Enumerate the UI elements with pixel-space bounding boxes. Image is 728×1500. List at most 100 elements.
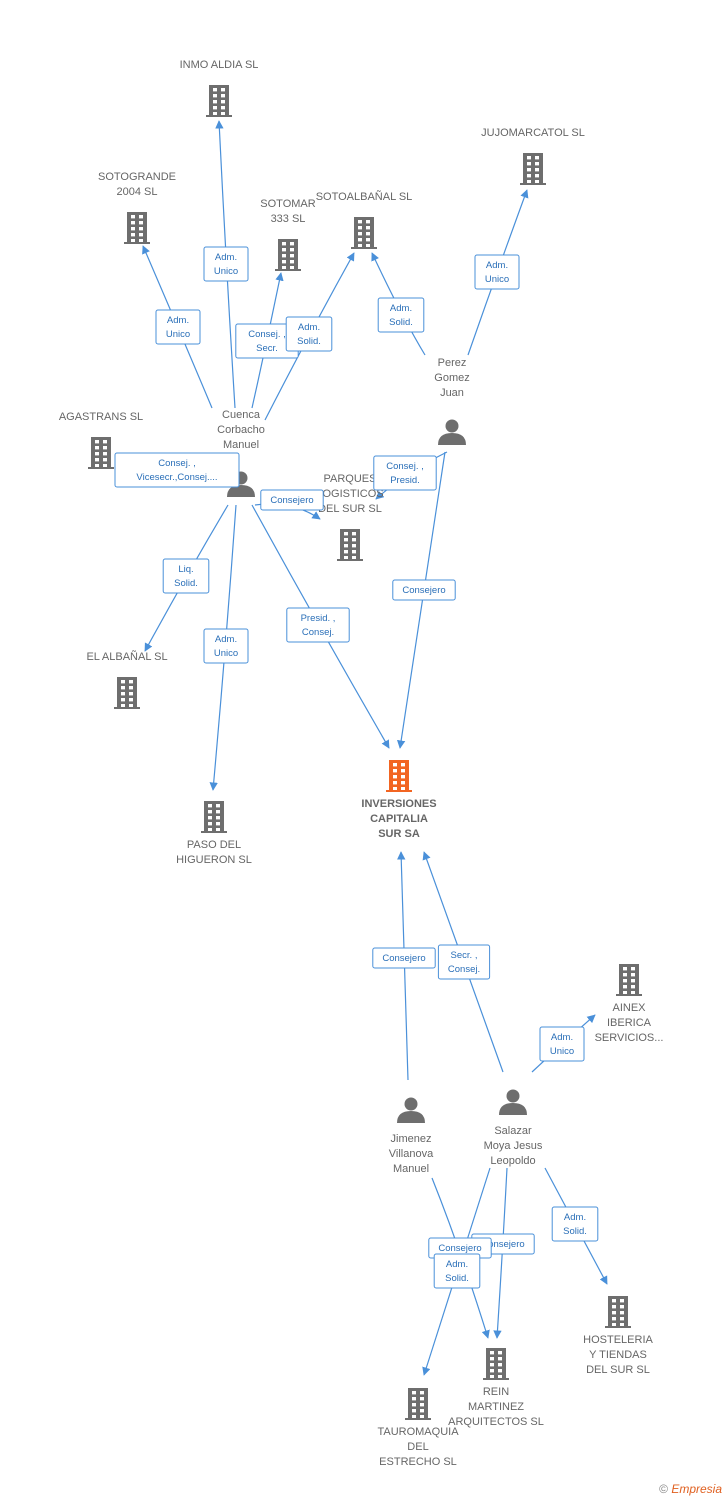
building-window [221, 100, 225, 104]
edge-label-text: Consej. , [158, 458, 196, 469]
edge-label[interactable]: Consej. ,Secr. [235, 323, 299, 359]
node-label-line: SOTOGRANDE [98, 171, 176, 183]
edge-label[interactable]: Adm.Unico [474, 254, 520, 290]
edge-label[interactable]: Adm.Solid. [377, 297, 425, 333]
edge-label[interactable]: Adm.Solid. [285, 316, 333, 352]
node-label-line: Moya Jesus [484, 1140, 543, 1152]
edge-label[interactable]: Consejero [392, 579, 456, 601]
edge-label-text: Consej. , [386, 461, 424, 472]
building-window [95, 452, 99, 456]
edge-label[interactable]: Adm.Solid. [433, 1253, 481, 1289]
node-sotoalbanal[interactable]: SOTOALBAÑAL SL [316, 190, 413, 249]
edge-label[interactable]: Consej. ,Presid. [373, 455, 437, 491]
building-base [337, 559, 363, 561]
node-label-line: DEL [407, 1441, 428, 1453]
edge-label-box [114, 452, 240, 488]
building-base [351, 247, 377, 249]
building-window [401, 787, 405, 791]
building-window [623, 985, 627, 989]
building-window [393, 781, 397, 785]
node-label-line: Manuel [223, 439, 259, 451]
building-window [290, 260, 294, 264]
node-ainex[interactable]: AINEXIBERICASERVICIOS... [595, 964, 664, 1044]
node-label-line: INMO ALDIA SL [180, 59, 259, 71]
building-window [366, 232, 370, 236]
node-sotogrande[interactable]: SOTOGRANDE 2004 SL [98, 171, 176, 244]
building-base [520, 183, 546, 185]
building-window [290, 254, 294, 258]
edge-label-box [551, 1206, 599, 1242]
edge-label[interactable]: Adm.Unico [539, 1026, 585, 1062]
node-label-line: PASO DEL [187, 839, 241, 851]
building-window [631, 979, 635, 983]
building-window [213, 94, 217, 98]
building-window [344, 556, 348, 560]
building-window [139, 239, 143, 243]
building-icon [275, 239, 301, 271]
edge-label-text: Unico [485, 274, 509, 285]
node-jujomarcatol[interactable]: JUJOMARCATOL SL [481, 127, 585, 185]
building-icon [483, 1348, 509, 1380]
building-window [344, 538, 348, 542]
edge-label[interactable]: Consejero [372, 947, 436, 969]
edge-label[interactable]: Liq.Solid. [162, 558, 210, 594]
edge-label[interactable]: Secr. ,Consej. [437, 944, 491, 980]
building-window [358, 244, 362, 248]
node-inmo[interactable]: INMO ALDIA SL [180, 59, 259, 117]
building-window [401, 769, 405, 773]
edge-label[interactable]: Consejero [428, 1237, 492, 1259]
edge-label[interactable]: Adm.Unico [203, 628, 249, 664]
edge-label-box [203, 246, 249, 282]
building-window [129, 692, 133, 696]
node-label-line: 333 SL [271, 213, 306, 225]
edge-label[interactable]: Consejero [260, 489, 324, 511]
building-icon [605, 1296, 631, 1328]
building-window [208, 816, 212, 820]
edge-label-box [392, 579, 456, 601]
brand-logo[interactable]: Empresia [671, 1482, 722, 1496]
building-window [527, 168, 531, 172]
building-window [612, 1317, 616, 1321]
building-window [216, 810, 220, 814]
building-icon [386, 760, 412, 792]
building-window [631, 967, 635, 971]
edge-label[interactable]: Presid. ,Consej. [286, 607, 350, 643]
building-window [612, 1305, 616, 1309]
building-window [412, 1403, 416, 1407]
node-elalbanal[interactable]: EL ALBAÑAL SL [86, 650, 168, 709]
building-window [498, 1375, 502, 1379]
edge-label[interactable]: Adm.Unico [203, 246, 249, 282]
edge-label[interactable]: Adm.Unico [155, 309, 201, 345]
building-window [216, 822, 220, 826]
building-window [208, 828, 212, 832]
node-agastrans[interactable]: AGASTRANS SL [59, 411, 143, 469]
building-body [91, 437, 111, 469]
building-window [221, 106, 225, 110]
edge-label[interactable]: Consej. ,Vicesecr.,Consej.... [114, 452, 240, 488]
node-label-line: HIGUERON SL [176, 854, 252, 866]
edge-label-text: Consejero [438, 1243, 481, 1254]
building-window [213, 88, 217, 92]
footer: © Empresia [659, 1482, 722, 1496]
node-label-line: 2004 SL [117, 186, 158, 198]
node-paso[interactable]: PASO DEL HIGUERON SL [176, 801, 252, 866]
building-window [213, 112, 217, 116]
building-window [498, 1351, 502, 1355]
edge-label[interactable]: Adm.Solid. [551, 1206, 599, 1242]
building-window [290, 266, 294, 270]
node-label-line: Gomez [434, 372, 469, 384]
building-window [121, 680, 125, 684]
edge-label-box [162, 558, 210, 594]
building-window [401, 781, 405, 785]
building-window [95, 464, 99, 468]
